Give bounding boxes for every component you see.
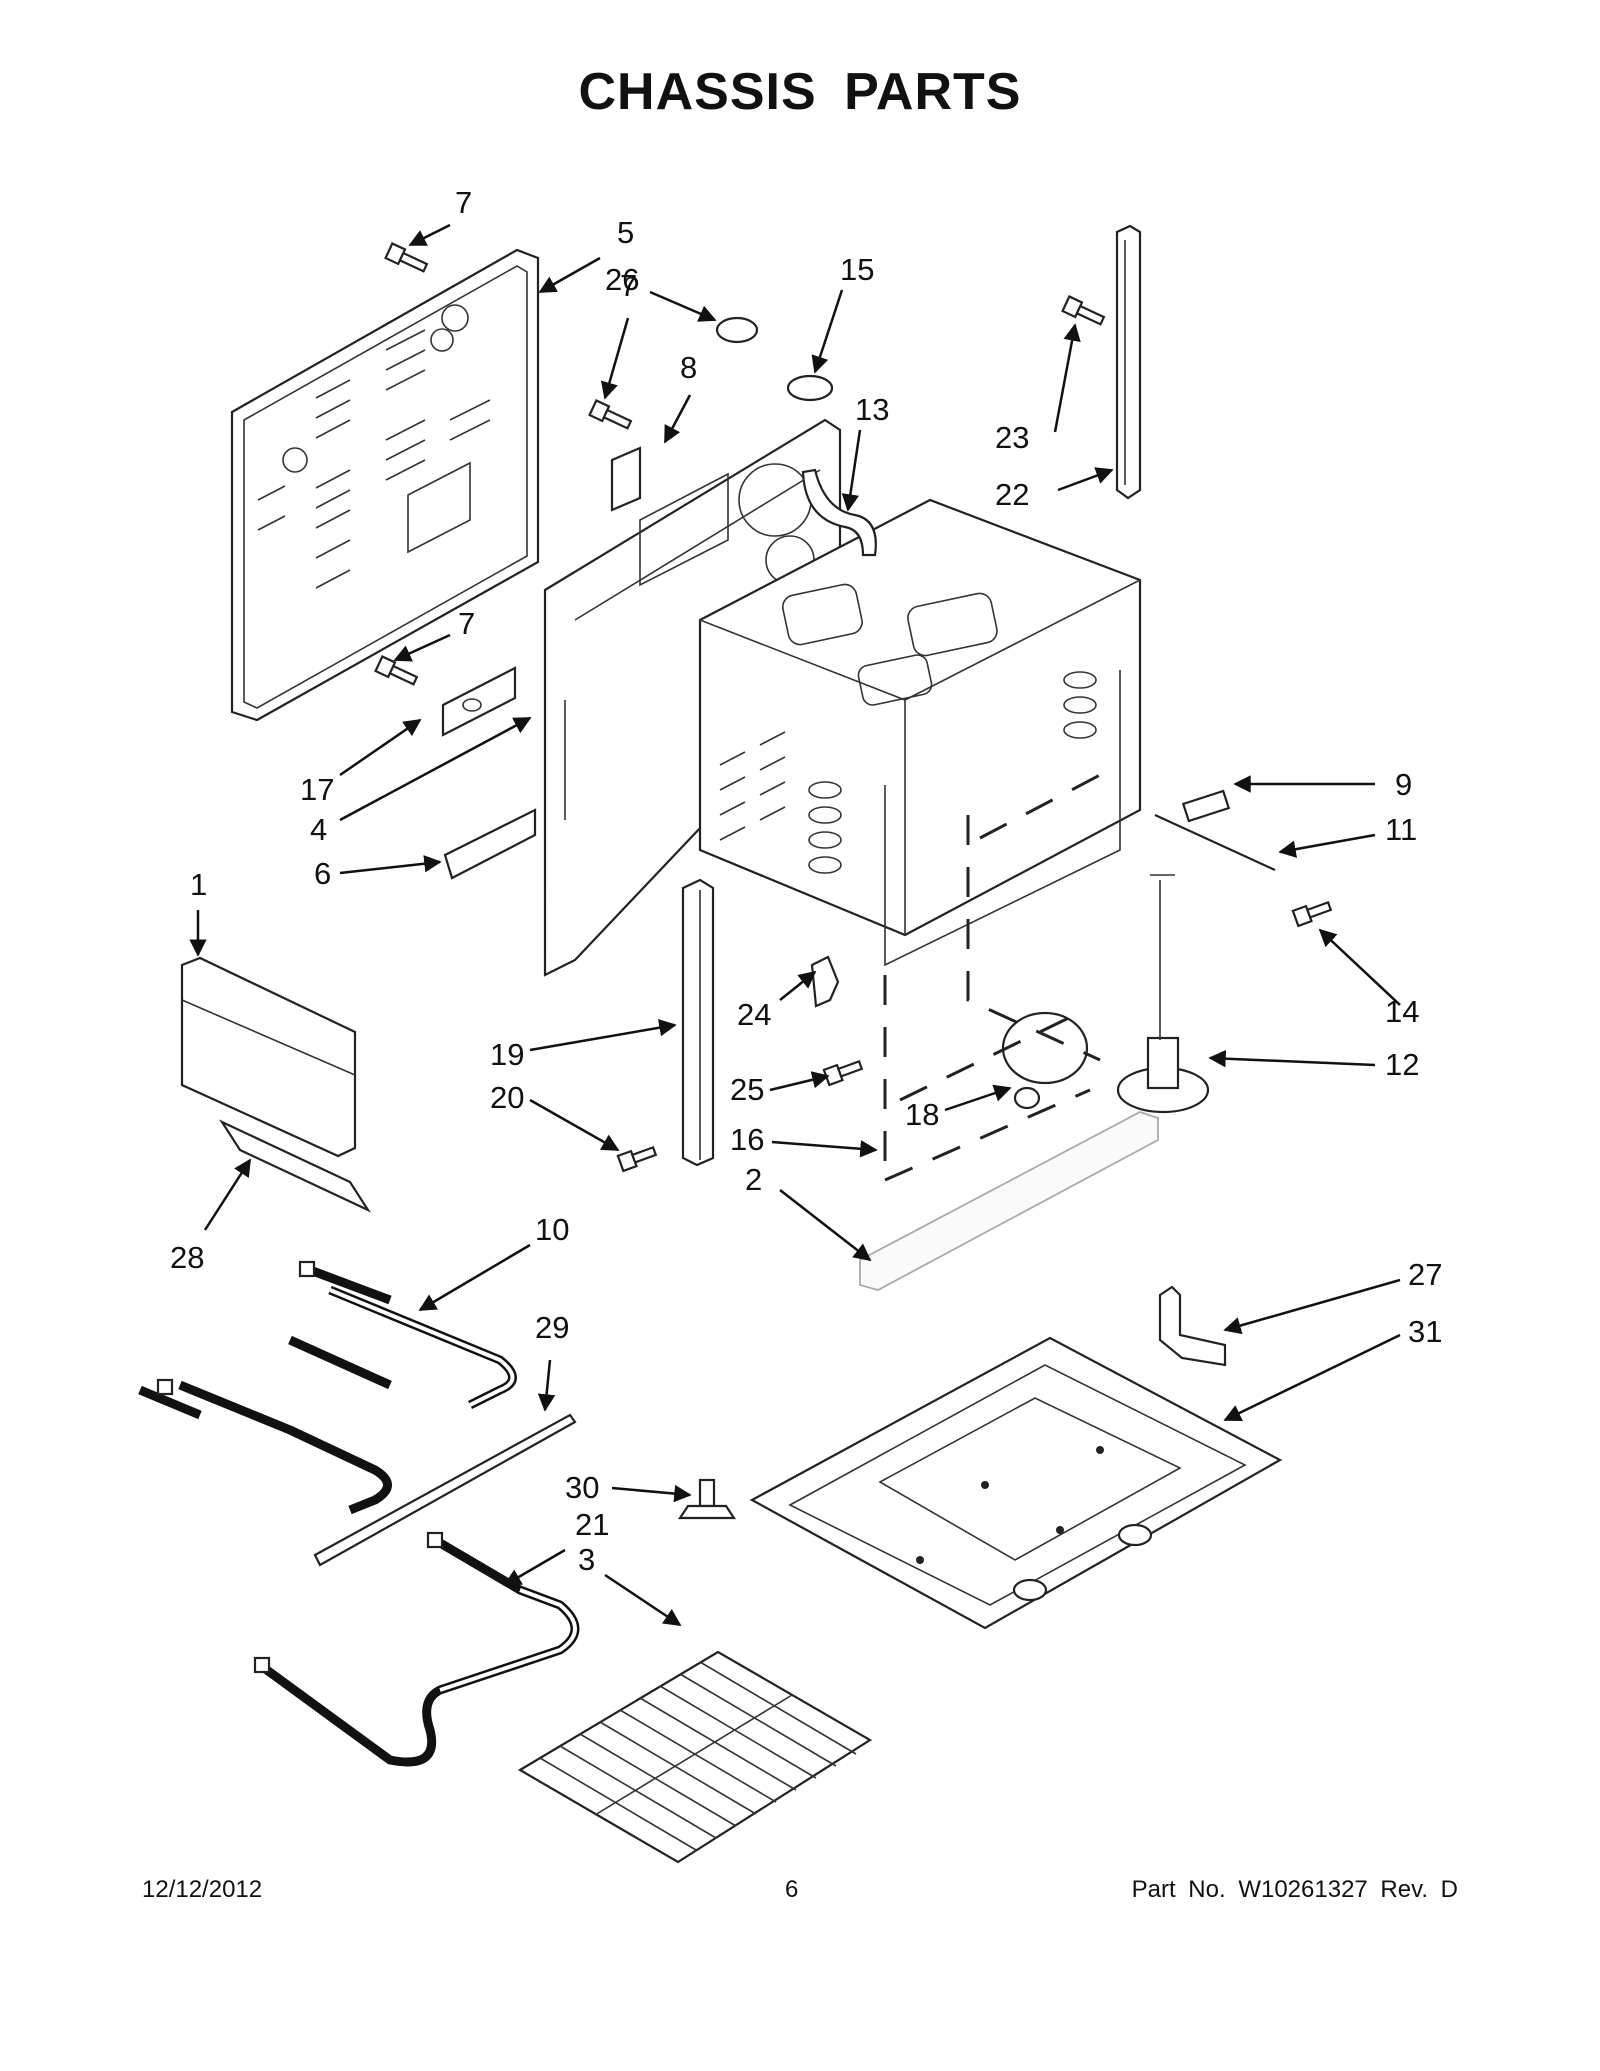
callout-21: 21 (575, 1507, 609, 1542)
callout-17: 17 (300, 772, 334, 807)
callout-20: 20 (490, 1080, 524, 1115)
callout-labels: 1 2 3 4 5 6 7 7 7 8 9 10 11 12 13 14 15 … (170, 185, 1442, 1577)
oven-rack-part (517, 1650, 873, 1864)
page-title: CHASSIS PARTS (578, 63, 1022, 121)
callout-30: 30 (565, 1470, 599, 1505)
side-trim-part (681, 878, 715, 1167)
callout-10: 10 (535, 1212, 569, 1247)
small-parts (441, 316, 1276, 1114)
front-panel-part (180, 956, 371, 1213)
footer-part-number: Part No. W10261327 Rev. D (1131, 1876, 1458, 1903)
callout-25: 25 (730, 1072, 764, 1107)
callout-18: 18 (905, 1097, 939, 1132)
screw-parts (374, 242, 1333, 1173)
callout-8: 8 (680, 350, 697, 385)
callout-15: 15 (840, 252, 874, 287)
bake-element-part (253, 1531, 580, 1767)
callout-22: 22 (995, 477, 1029, 512)
callout-26: 26 (605, 262, 639, 297)
callout-9: 9 (1395, 767, 1412, 802)
callout-6: 6 (314, 856, 331, 891)
bottom-pan-part (749, 1336, 1283, 1630)
callout-11: 11 (1385, 812, 1417, 847)
callout-23: 23 (995, 420, 1029, 455)
callout-3: 3 (578, 1542, 595, 1577)
callout-31: 31 (1408, 1314, 1442, 1349)
callout-5: 5 (617, 215, 634, 250)
callout-24: 24 (737, 997, 771, 1032)
bracket-part (1158, 1285, 1227, 1367)
callout-19: 19 (490, 1037, 524, 1072)
leader-lines (189, 223, 1401, 1627)
callout-13: 13 (855, 392, 889, 427)
callout-1: 1 (190, 867, 207, 902)
assembly-dash-lines (883, 773, 1175, 1182)
rear-panel-part (230, 248, 540, 722)
callout-4: 4 (310, 812, 327, 847)
callout-14: 14 (1385, 994, 1419, 1029)
broil-element-part (138, 1260, 517, 1515)
footer-page-number: 6 (785, 1876, 799, 1903)
callout-7a: 7 (455, 185, 472, 220)
callout-27: 27 (1408, 1257, 1442, 1292)
bottom-trim-part (859, 1111, 1159, 1291)
leveling-leg-part (677, 1478, 737, 1520)
element-bracket-part (313, 1413, 577, 1567)
callout-29: 29 (535, 1310, 569, 1345)
callout-7c: 7 (458, 606, 475, 641)
callout-7b: 7 (620, 268, 637, 303)
callout-2: 2 (745, 1162, 762, 1197)
side-brace-part (1115, 224, 1142, 500)
oven-cavity-frame-part (543, 418, 1142, 977)
footer-date: 12/12/2012 (142, 1876, 263, 1903)
callout-12: 12 (1385, 1047, 1419, 1082)
callout-28: 28 (170, 1240, 204, 1275)
callout-16: 16 (730, 1122, 764, 1157)
